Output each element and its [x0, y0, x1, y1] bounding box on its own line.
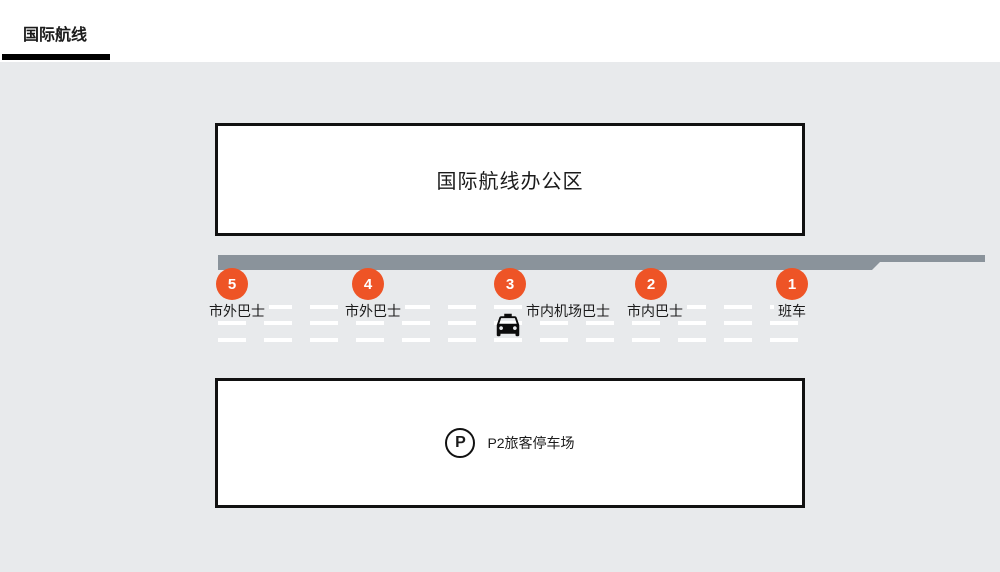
stop-label-2: 市内巴士	[623, 302, 687, 320]
parking-info: P P2旅客停车场	[445, 428, 575, 458]
stop-label-4: 市外巴士	[341, 302, 405, 320]
stop-number: 3	[505, 275, 515, 293]
stop-marker-1: 1	[776, 268, 808, 300]
tab-active-underline	[2, 54, 110, 60]
tab-bar: 国际航线	[0, 0, 1000, 62]
lane-dashes-row-1	[218, 305, 806, 309]
stop-label-3: 市内机场巴士	[522, 302, 614, 320]
stop-marker-4: 4	[352, 268, 384, 300]
stop-number: 5	[227, 275, 237, 293]
office-area-box: 国际航线办公区	[215, 123, 805, 236]
terminal-transport-map: 国际航线办公区 5 4 3 2 1 市外巴士 市外巴士 市内机场巴士	[0, 62, 1000, 572]
stop-number: 1	[787, 275, 797, 293]
stop-marker-5: 5	[216, 268, 248, 300]
parking-label: P2旅客停车场	[487, 435, 575, 451]
stop-label-1: 班车	[774, 302, 810, 320]
parking-area-box: P P2旅客停车场	[215, 378, 805, 508]
office-area-label: 国际航线办公区	[436, 171, 584, 193]
tab-label: 国际航线	[23, 27, 88, 44]
stop-marker-3: 3	[494, 268, 526, 300]
lane-dashes-row-2	[218, 321, 806, 325]
road-bar	[218, 255, 985, 270]
stop-number: 4	[363, 275, 373, 293]
parking-icon: P	[445, 428, 476, 458]
lane-dashes-row-3	[218, 338, 806, 342]
stop-number: 2	[646, 275, 656, 293]
stop-marker-2: 2	[635, 268, 667, 300]
stop-label-5: 市外巴士	[205, 302, 269, 320]
taxi-icon	[496, 313, 520, 337]
